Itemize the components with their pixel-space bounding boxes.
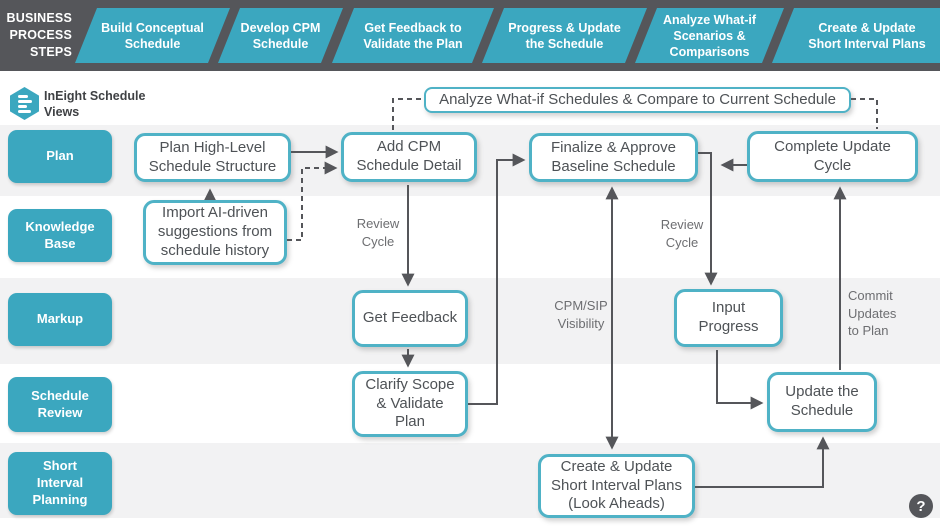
box-add-cpm-schedule-detail: Add CPM Schedule Detail bbox=[341, 132, 477, 182]
process-step-progress-update: Progress & Update the Schedule bbox=[482, 8, 647, 63]
process-step-create-update-sip: Create & Update Short Interval Plans bbox=[772, 8, 940, 63]
ineight-schedule-views-label: InEight Schedule Views bbox=[44, 89, 146, 119]
ineight-logo-icon bbox=[10, 87, 39, 120]
box-input-progress: Input Progress bbox=[674, 289, 783, 347]
box-clarify-scope-validate-plan: Clarify Scope & Validate Plan bbox=[352, 371, 468, 437]
process-step-get-feedback: Get Feedback to Validate the Plan bbox=[332, 8, 494, 63]
process-step-build-conceptual-schedule: Build Conceptual Schedule bbox=[75, 8, 230, 63]
annotation-cpm-sip-visibility: CPM/SIP Visibility bbox=[554, 298, 608, 331]
logo-bar bbox=[18, 95, 28, 98]
business-process-steps-title: BUSINESS PROCESS STEPS bbox=[6, 11, 72, 59]
box-finalize-approve-baseline: Finalize & Approve Baseline Schedule bbox=[529, 133, 698, 182]
box-get-feedback: Get Feedback bbox=[352, 290, 468, 347]
box-plan-high-level-structure: Plan High-Level Schedule Structure bbox=[134, 133, 291, 182]
logo-bar bbox=[18, 110, 31, 113]
box-create-update-sip-lookaheads: Create & Update Short Interval Plans (Lo… bbox=[538, 454, 695, 518]
lane-band-short-interval bbox=[0, 443, 940, 518]
help-button[interactable]: ? bbox=[909, 494, 933, 518]
lane-label-knowledge-base: Knowledge Base bbox=[8, 209, 112, 262]
annotation-commit-updates-to-plan: Commit Updates to Plan bbox=[848, 288, 897, 339]
lane-label-markup: Markup bbox=[8, 293, 112, 346]
process-step-analyze-whatif: Analyze What-if Scenarios & Comparisons bbox=[635, 8, 784, 63]
logo-bar bbox=[18, 105, 27, 108]
box-analyze-whatif-schedules: Analyze What-if Schedules & Compare to C… bbox=[424, 87, 851, 113]
logo-bar bbox=[18, 100, 32, 103]
annotation-review-cycle-right: Review Cycle bbox=[660, 217, 704, 250]
annotation-review-cycle-left: Review Cycle bbox=[356, 216, 400, 249]
box-update-the-schedule: Update the Schedule bbox=[767, 372, 877, 432]
lane-band-markup bbox=[0, 278, 940, 364]
lane-label-schedule-review: Schedule Review bbox=[8, 377, 112, 432]
box-import-ai-suggestions: Import AI-driven suggestions from schedu… bbox=[143, 200, 287, 265]
box-complete-update-cycle: Complete Update Cycle bbox=[747, 131, 918, 182]
process-step-develop-cpm-schedule: Develop CPM Schedule bbox=[218, 8, 343, 63]
lane-label-plan: Plan bbox=[8, 130, 112, 183]
lane-label-short-interval-planning: Short Interval Planning bbox=[8, 452, 112, 515]
business-process-steps-bar: BUSINESS PROCESS STEPS Build Conceptual … bbox=[0, 0, 940, 71]
